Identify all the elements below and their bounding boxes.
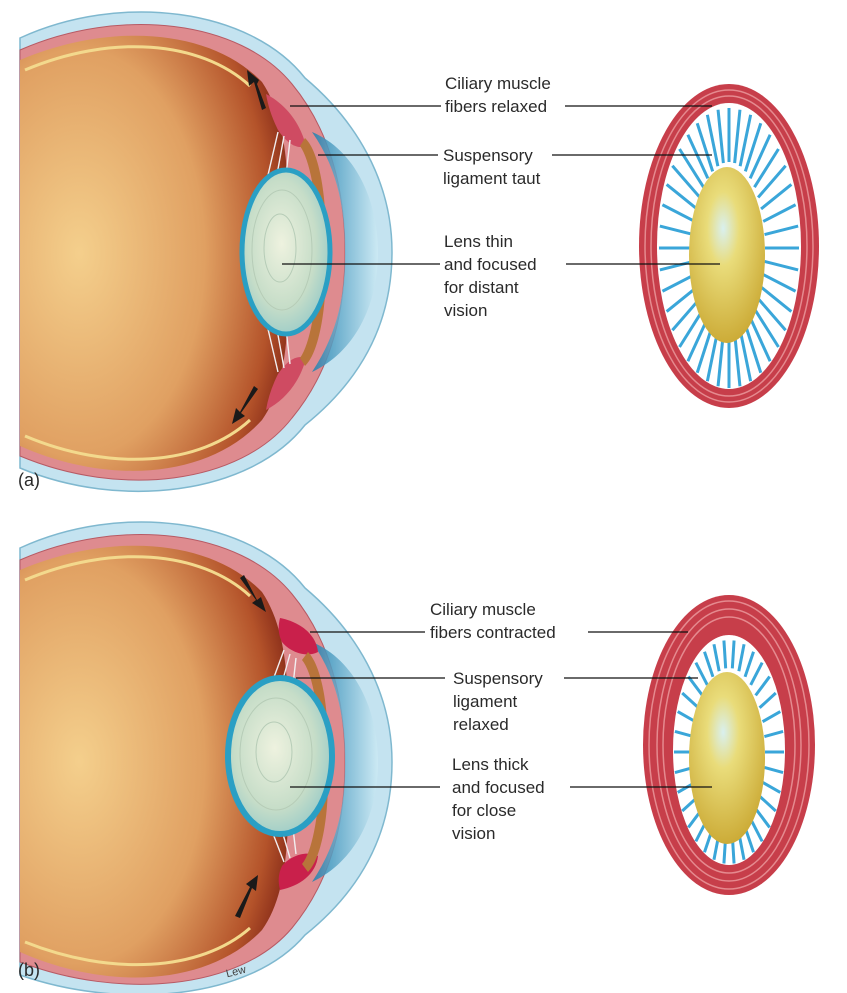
label-a-ciliary-line2: fibers relaxed <box>445 95 551 118</box>
zonule-fiber <box>732 640 734 668</box>
label-b-suspensory-line1: Suspensory <box>453 667 543 690</box>
label-b-lens-line3: for close <box>452 799 545 822</box>
eye-section-b <box>20 522 392 993</box>
label-b-suspensory-line2: ligament <box>453 690 543 713</box>
zonule-fiber <box>724 640 726 668</box>
label-b-suspensory: Suspensory ligament relaxed <box>453 667 543 736</box>
label-b-lens-line2: and focused <box>452 776 545 799</box>
label-a-suspensory-line1: Suspensory <box>443 144 540 167</box>
panel-label-b: (b) <box>18 960 40 981</box>
label-a-suspensory: Suspensory ligament taut <box>443 144 540 190</box>
label-a-lens-line4: vision <box>444 299 537 322</box>
lens-b <box>228 678 332 834</box>
label-a-lens: Lens thin and focused for distant vision <box>444 230 537 322</box>
label-b-lens-line1: Lens thick <box>452 753 545 776</box>
ring-lens-a <box>689 167 765 343</box>
label-a-suspensory-line2: ligament taut <box>443 167 540 190</box>
panel-b <box>20 522 815 993</box>
panel-label-a: (a) <box>18 470 40 491</box>
label-b-ciliary-line1: Ciliary muscle <box>430 598 556 621</box>
label-b-lens: Lens thick and focused for close vision <box>452 753 545 845</box>
label-a-ciliary: Ciliary muscle fibers relaxed <box>445 72 551 118</box>
label-a-lens-line1: Lens thin <box>444 230 537 253</box>
eye-section-a <box>20 12 392 491</box>
label-b-ciliary-line2: fibers contracted <box>430 621 556 644</box>
ring-view-b <box>643 595 815 895</box>
label-b-lens-line4: vision <box>452 822 545 845</box>
label-b-ciliary: Ciliary muscle fibers contracted <box>430 598 556 644</box>
ring-view-a <box>639 84 819 408</box>
ring-lens-b <box>689 672 765 844</box>
label-a-ciliary-line1: Ciliary muscle <box>445 72 551 95</box>
label-a-lens-line3: for distant <box>444 276 537 299</box>
label-b-suspensory-line3: relaxed <box>453 713 543 736</box>
label-a-lens-line2: and focused <box>444 253 537 276</box>
panel-a <box>20 12 819 491</box>
